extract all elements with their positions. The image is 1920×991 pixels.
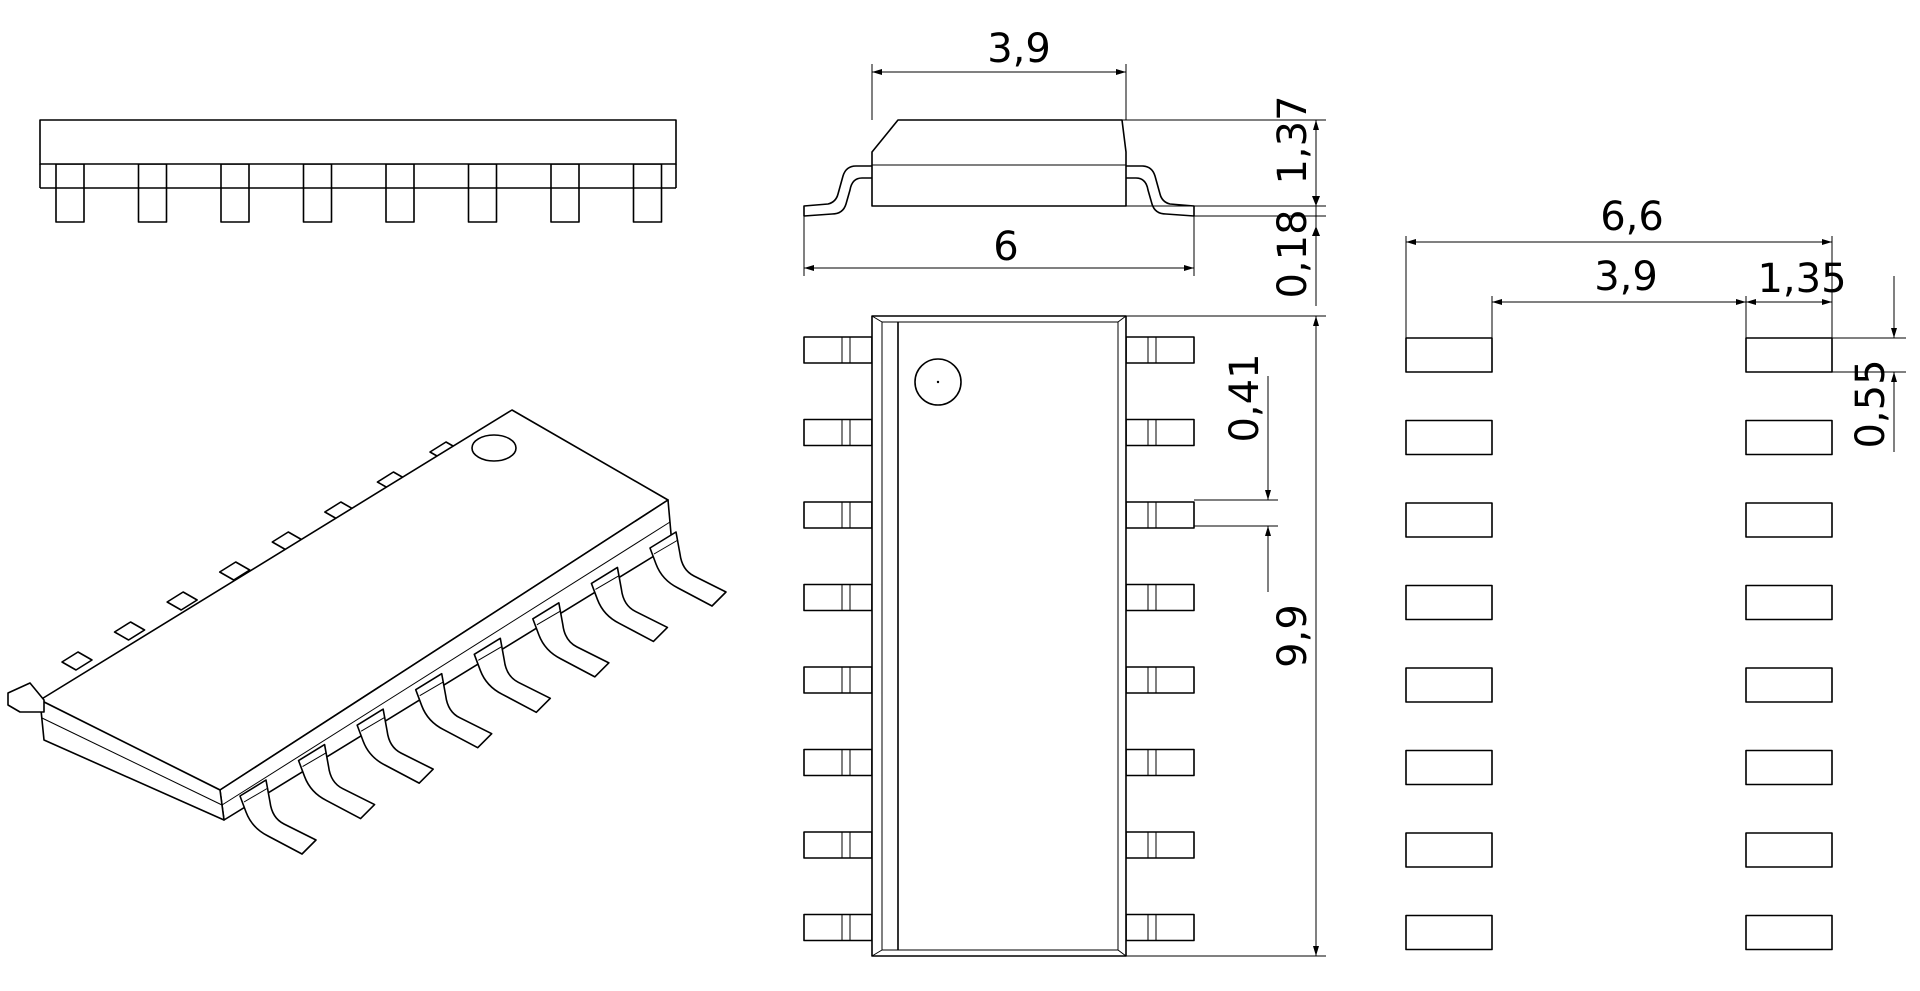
dim-body-width: 3,9 (987, 26, 1051, 72)
side-view-body (39, 119, 677, 165)
top-lead-right (1125, 501, 1195, 529)
top-lead-right (1125, 748, 1195, 777)
pad-right (1745, 749, 1833, 786)
side-lead (137, 163, 168, 223)
top-lead-left (803, 831, 873, 859)
iso-body-left (39, 699, 225, 821)
pad-left (1405, 337, 1493, 373)
dim-lead-standoff: 0,18 (1270, 209, 1316, 298)
dim-pad-span: 6,6 (1600, 194, 1664, 240)
top-lead-left (803, 336, 873, 364)
pad-left (1405, 914, 1493, 951)
footprint-land-pattern (1405, 337, 1833, 951)
side-lead (55, 163, 85, 223)
dim-body-height: 1,37 (1270, 95, 1316, 184)
iso-pin1-dot-icon (471, 434, 517, 462)
side-lead (467, 163, 498, 223)
dim-lead-width: 0,41 (1222, 353, 1268, 442)
iso-back-lead (61, 651, 93, 671)
pad-right (1745, 914, 1833, 951)
top-lead-left (803, 501, 873, 529)
iso-front-lead (532, 602, 610, 678)
pad-right (1745, 337, 1833, 373)
side-lead (220, 163, 250, 223)
pad-left (1405, 832, 1493, 868)
pad-left (1405, 749, 1493, 786)
top-lead-left (803, 748, 873, 777)
isometric-view (7, 409, 727, 855)
side-lead (632, 163, 663, 223)
top-lead-right (1125, 336, 1195, 364)
dim-pad-width: 0,55 (1848, 359, 1894, 448)
pad-left (1405, 667, 1493, 703)
iso-front-lead (239, 779, 317, 855)
top-lead-left (803, 913, 873, 942)
pin1-marker-icon (914, 358, 962, 406)
top-lead-right (1125, 666, 1195, 694)
pad-right (1745, 419, 1833, 456)
top-view (803, 315, 1195, 957)
iso-front-lead (473, 637, 552, 714)
iso-front-lead (590, 566, 669, 643)
pad-right (1745, 832, 1833, 868)
dimension-annotations: 3,9 6 1,37 0,18 9,9 0,41 6,6 (803, 26, 1906, 957)
iso-front-lead (414, 672, 493, 749)
top-lead-left (803, 418, 873, 447)
dim-overall-width: 6 (993, 224, 1018, 270)
iso-front-lead (297, 743, 376, 820)
iso-front-lead (649, 531, 727, 607)
side-lead (302, 163, 333, 223)
iso-back-lead (218, 561, 251, 581)
dim-pad-length: 1,35 (1757, 256, 1846, 302)
side-lead (550, 163, 580, 223)
top-lead-right (1125, 583, 1195, 612)
top-view-body (871, 315, 1127, 957)
iso-back-lead (166, 591, 198, 611)
pad-left (1405, 419, 1493, 456)
pad-left (1405, 502, 1493, 538)
pad-left (1405, 584, 1493, 621)
pad-right (1745, 667, 1833, 703)
side-lead (385, 163, 415, 223)
profile-body (871, 119, 1127, 207)
top-lead-right (1125, 831, 1195, 859)
iso-back-lead (113, 621, 146, 641)
side-view (39, 119, 677, 223)
top-lead-right (1125, 418, 1195, 447)
top-lead-left (803, 583, 873, 612)
dim-pad-gap: 3,9 (1594, 254, 1658, 300)
pad-right (1745, 502, 1833, 538)
top-lead-right (1125, 913, 1195, 942)
dim-body-length: 9,9 (1270, 604, 1316, 668)
iso-front-lead (356, 708, 434, 784)
top-lead-left (803, 666, 873, 694)
pad-right (1745, 584, 1833, 621)
profile-view (803, 119, 1195, 217)
